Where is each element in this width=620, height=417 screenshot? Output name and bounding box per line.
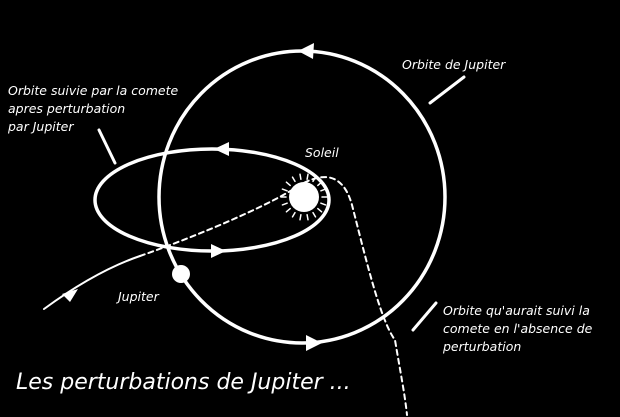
jupiter-orbit-label: Orbite de Jupiter — [402, 57, 506, 72]
sun-ray — [291, 211, 296, 218]
jupiter-planet-icon — [172, 265, 190, 283]
sun-ray — [317, 181, 323, 187]
comet-orbit-arrow-bottom — [211, 244, 226, 258]
unperturbed-leader — [411, 301, 438, 332]
jupiter-orbit-arrow-top — [298, 43, 314, 59]
sun-rays — [280, 173, 328, 221]
sun-ray — [291, 176, 296, 183]
sun-ray — [312, 176, 317, 183]
sun-label: Soleil — [305, 145, 339, 160]
sun-ray — [281, 188, 288, 192]
sun-ray — [312, 211, 317, 218]
sun-ray — [285, 181, 291, 187]
sun-ray — [299, 173, 302, 181]
sun-ray — [320, 202, 327, 206]
sun-ray — [299, 213, 302, 221]
comet-orbit-label-line2: apres perturbation — [8, 101, 125, 116]
sun-ray — [320, 188, 327, 192]
jupiter-label: Jupiter — [115, 289, 160, 304]
comet-orbit-label-line1: Orbite suivie par la comete — [8, 83, 178, 98]
unperturbed-label-line2: comete en l'absence de — [443, 321, 593, 336]
jupiter-orbit-arrow-bottom — [306, 335, 322, 351]
unperturbed-label-line3: perturbation — [442, 339, 521, 354]
sun-icon — [289, 182, 319, 212]
jupiter-orbit-leader — [428, 75, 466, 105]
sun-ray — [306, 213, 309, 221]
comet-incoming-path — [43, 255, 141, 310]
comet-orbit-arrow-top — [214, 142, 229, 156]
sun-ray — [281, 202, 288, 206]
sun-ray — [285, 207, 291, 213]
comet-incoming-arrow — [62, 289, 78, 302]
sun-ray — [306, 173, 309, 181]
comet-orbit-label-line3: par Jupiter — [7, 119, 74, 134]
unperturbed-path-dashed — [139, 176, 408, 416]
diagram-title: Les perturbations de Jupiter ... — [16, 370, 351, 395]
comet-orbit-leader — [97, 128, 117, 165]
sun-ray — [317, 207, 323, 213]
unperturbed-label-line1: Orbite qu'aurait suivi la — [443, 303, 590, 318]
